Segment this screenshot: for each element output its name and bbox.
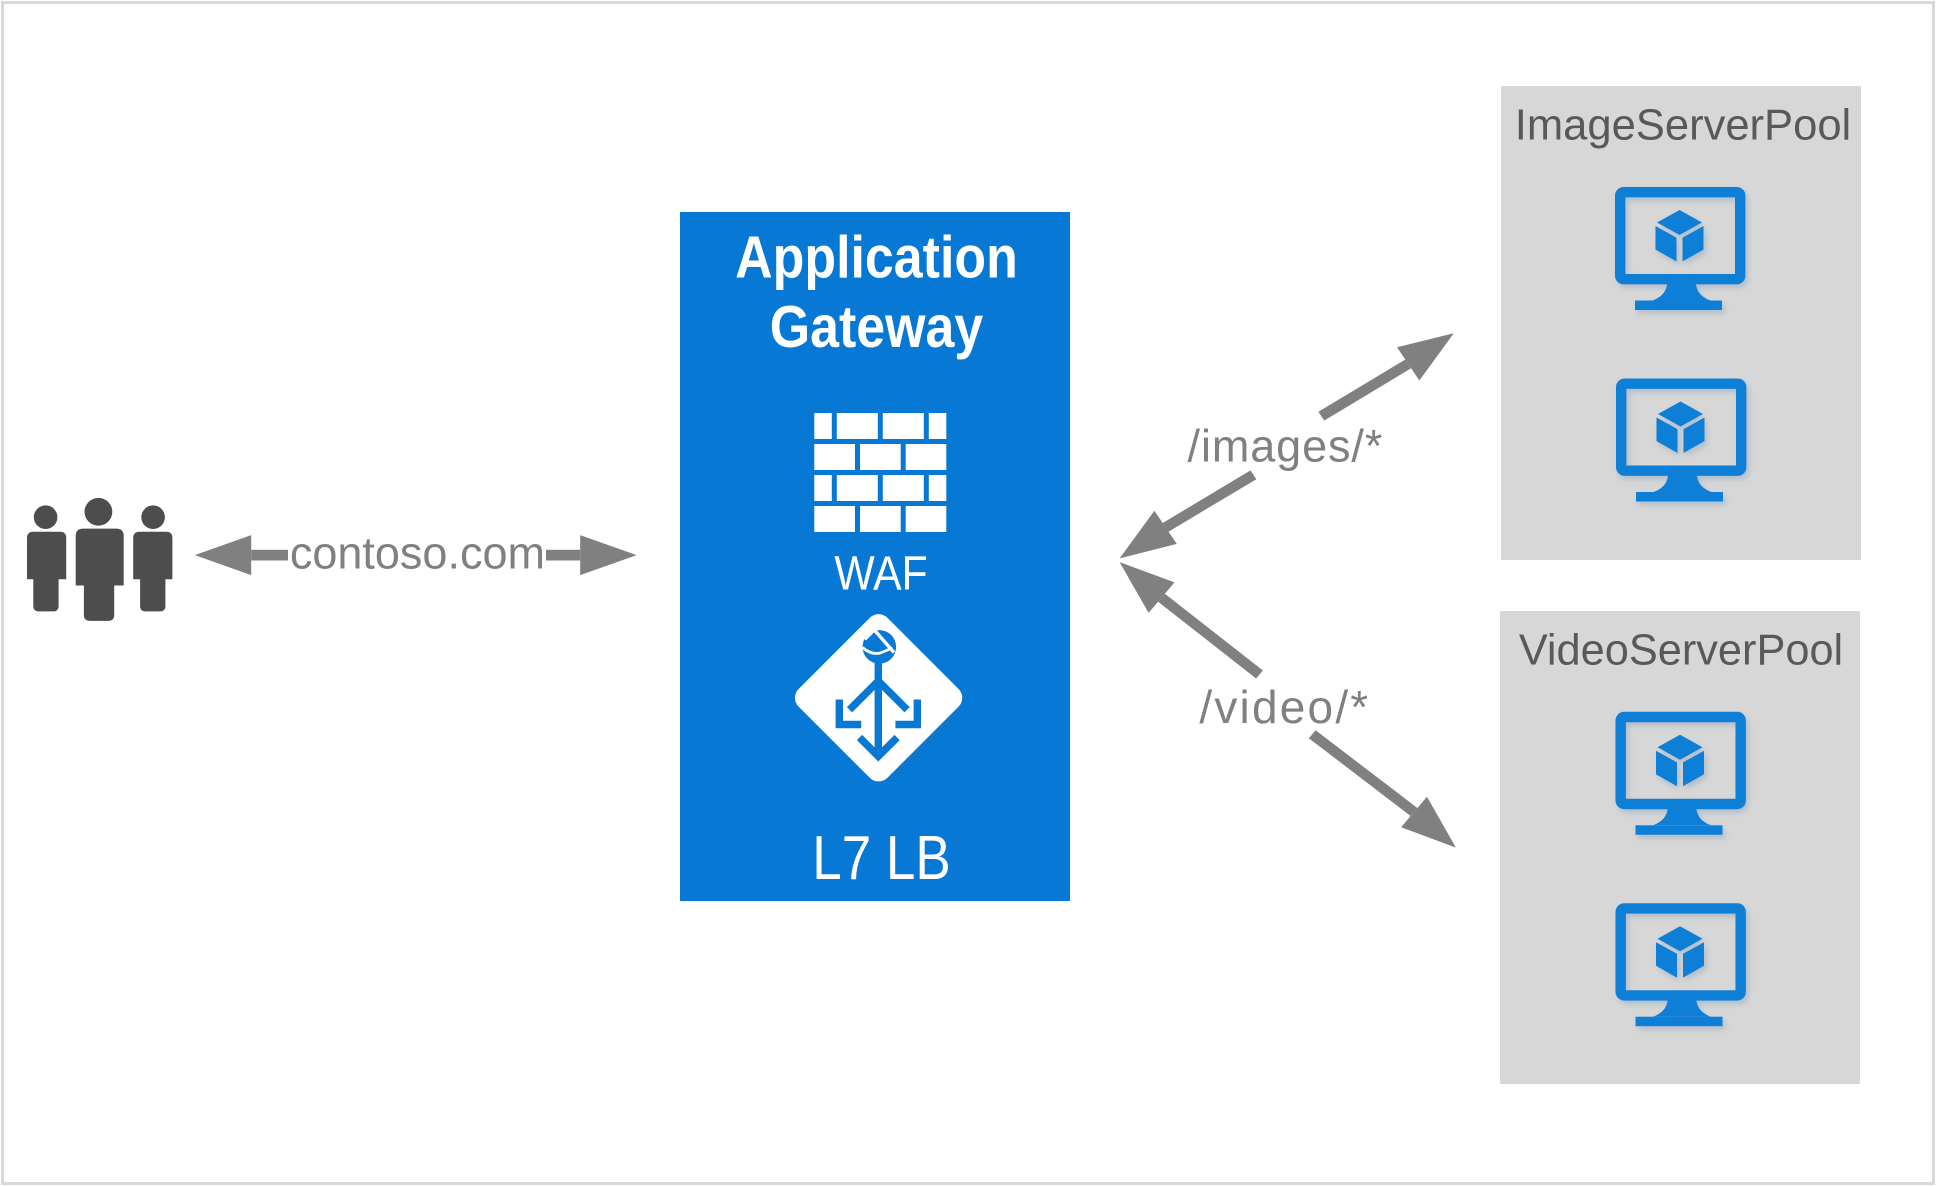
svg-text:Application: Application bbox=[735, 224, 1018, 290]
svg-text:WAF: WAF bbox=[834, 546, 927, 600]
svg-text:Gateway: Gateway bbox=[770, 294, 984, 360]
svg-text:/video/*: /video/* bbox=[1199, 681, 1370, 733]
svg-text:contoso.com: contoso.com bbox=[290, 527, 545, 578]
svg-text:ImageServerPool: ImageServerPool bbox=[1515, 100, 1851, 149]
svg-text:/images/*: /images/* bbox=[1188, 421, 1384, 472]
svg-text:L7 LB: L7 LB bbox=[812, 824, 951, 893]
svg-text:VideoServerPool: VideoServerPool bbox=[1519, 625, 1843, 674]
